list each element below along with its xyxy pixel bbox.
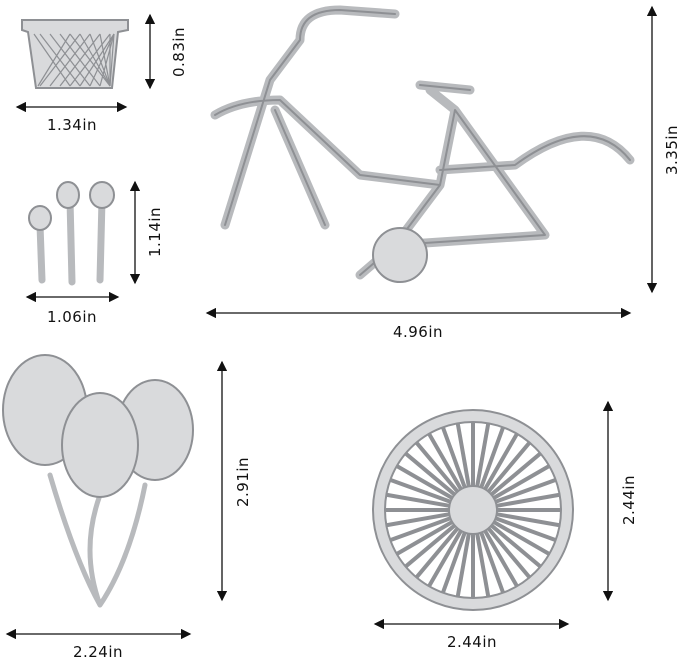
basket-mesh-line [99, 33, 115, 87]
wheel-spoke [492, 520, 551, 556]
flowers-width-label: 1.06in [47, 308, 97, 326]
wheel-spoke [389, 478, 452, 504]
wheel-spoke [486, 527, 532, 579]
wheel-spoke [492, 464, 551, 500]
wheel-spoke [414, 527, 460, 579]
wheel-spoke [475, 422, 491, 487]
wheel-die [372, 409, 574, 611]
wheel-spoke [414, 441, 460, 493]
wheel-spoke [494, 478, 557, 504]
wheel-spoke [483, 432, 519, 491]
wheel-spoke [455, 422, 471, 487]
basket-mesh-line [37, 33, 71, 87]
wheel-spoke [490, 523, 542, 569]
wheel-spoke [389, 516, 452, 542]
wheel-spoke [385, 492, 450, 508]
bicycle-width-label: 4.96in [393, 323, 443, 341]
basket-mesh-line [109, 33, 115, 87]
basket-mesh-line [99, 33, 111, 87]
bicycle-die [210, 5, 635, 283]
basket-mesh-line [33, 33, 71, 87]
wheel-spoke [427, 432, 463, 491]
basket-die [21, 19, 129, 89]
wheel-spoke [455, 533, 471, 598]
wheel-width-label: 2.44in [447, 633, 497, 651]
wheel-spoke [395, 464, 454, 500]
wheel-spoke [496, 512, 561, 528]
wheel-spoke [483, 529, 519, 588]
wheel-spoke [486, 441, 532, 493]
wheel-spoke [475, 533, 491, 598]
wheel-height-label: 2.44in [620, 475, 638, 525]
balloons-width-label: 2.24in [73, 643, 123, 661]
basket-mesh-line [69, 33, 111, 87]
flowers-height-label: 1.14in [146, 207, 164, 257]
balloons-die [2, 354, 194, 608]
basket-mesh-line [49, 33, 91, 87]
basket-mesh-line [79, 33, 111, 87]
wheel-spoke [494, 516, 557, 542]
wheel-spoke [441, 531, 467, 594]
wheel-spoke [404, 523, 456, 569]
wheel-spoke [496, 492, 561, 508]
wheel-spoke [427, 529, 463, 588]
wheel-spoke [490, 451, 542, 497]
bicycle-height-label: 3.35in [663, 125, 679, 175]
wheel-spoke [479, 531, 505, 594]
wheel-spoke [441, 426, 467, 489]
flowers-die [28, 181, 115, 286]
balloons-height-label: 2.91in [234, 457, 252, 507]
wheel-spoke [404, 451, 456, 497]
basket-mesh-line [39, 33, 81, 87]
wheel-spoke [395, 520, 454, 556]
basket-mesh-line [89, 33, 111, 87]
basket-height-label: 0.83in [170, 27, 188, 77]
basket-width-label: 1.34in [47, 116, 97, 134]
wheel-spoke [479, 426, 505, 489]
wheel-spoke [385, 512, 450, 528]
basket-mesh-line [79, 33, 115, 87]
